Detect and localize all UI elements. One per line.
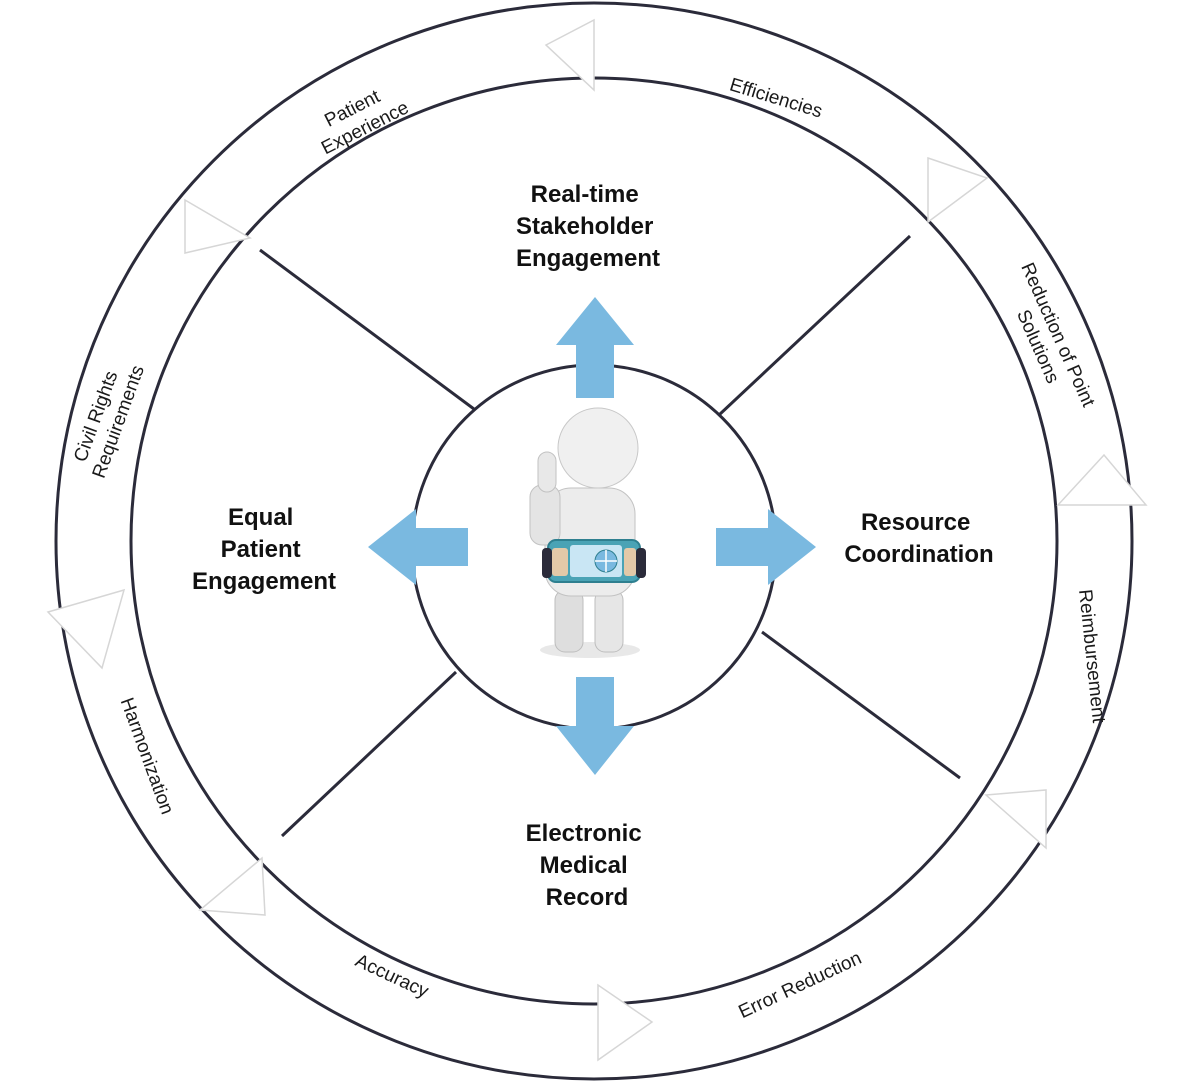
bottom-label-line-1: Electronic xyxy=(526,820,642,847)
top-label-line-2: Stakeholder xyxy=(516,213,653,240)
bottom-quadrant-label: Electronic Medical Record xyxy=(526,820,649,911)
ring-chevrons xyxy=(46,18,1148,1062)
chevron-7 xyxy=(46,588,126,670)
left-label-line-2: Patient xyxy=(221,536,301,563)
arrow-down xyxy=(556,677,634,775)
person-with-tablet-icon xyxy=(529,407,646,658)
chevron-8 xyxy=(184,198,253,254)
arrow-up xyxy=(556,297,634,398)
direction-arrows xyxy=(368,297,816,775)
spoke-top-right xyxy=(717,234,912,417)
arrow-right xyxy=(716,509,816,585)
left-quadrant-label: Equal Patient Engagement xyxy=(192,504,336,595)
right-quadrant-label: Resource Coordination xyxy=(844,509,993,568)
arrow-left xyxy=(368,509,468,585)
chevron-3 xyxy=(1056,453,1148,506)
bottom-label-line-2: Medical xyxy=(540,852,628,879)
spoke-top-left xyxy=(259,248,479,414)
right-label-line-2: Coordination xyxy=(844,541,993,568)
chevron-1 xyxy=(544,18,595,92)
top-label-line-3: Engagement xyxy=(516,245,660,272)
chevron-4 xyxy=(984,789,1047,850)
chevron-2 xyxy=(927,156,989,224)
chevron-6 xyxy=(198,856,266,916)
bottom-label-line-3: Record xyxy=(546,884,629,911)
right-label-line-1: Resource xyxy=(861,509,970,536)
spokes xyxy=(259,234,961,838)
spoke-bottom-right xyxy=(761,630,961,780)
chevron-5 xyxy=(597,983,654,1062)
left-label-line-1: Equal xyxy=(228,504,293,531)
top-label-line-1: Real-time xyxy=(531,181,639,208)
top-quadrant-label: Real-time Stakeholder Engagement xyxy=(516,181,660,272)
spoke-bottom-left xyxy=(280,670,458,838)
left-label-line-3: Engagement xyxy=(192,568,336,595)
